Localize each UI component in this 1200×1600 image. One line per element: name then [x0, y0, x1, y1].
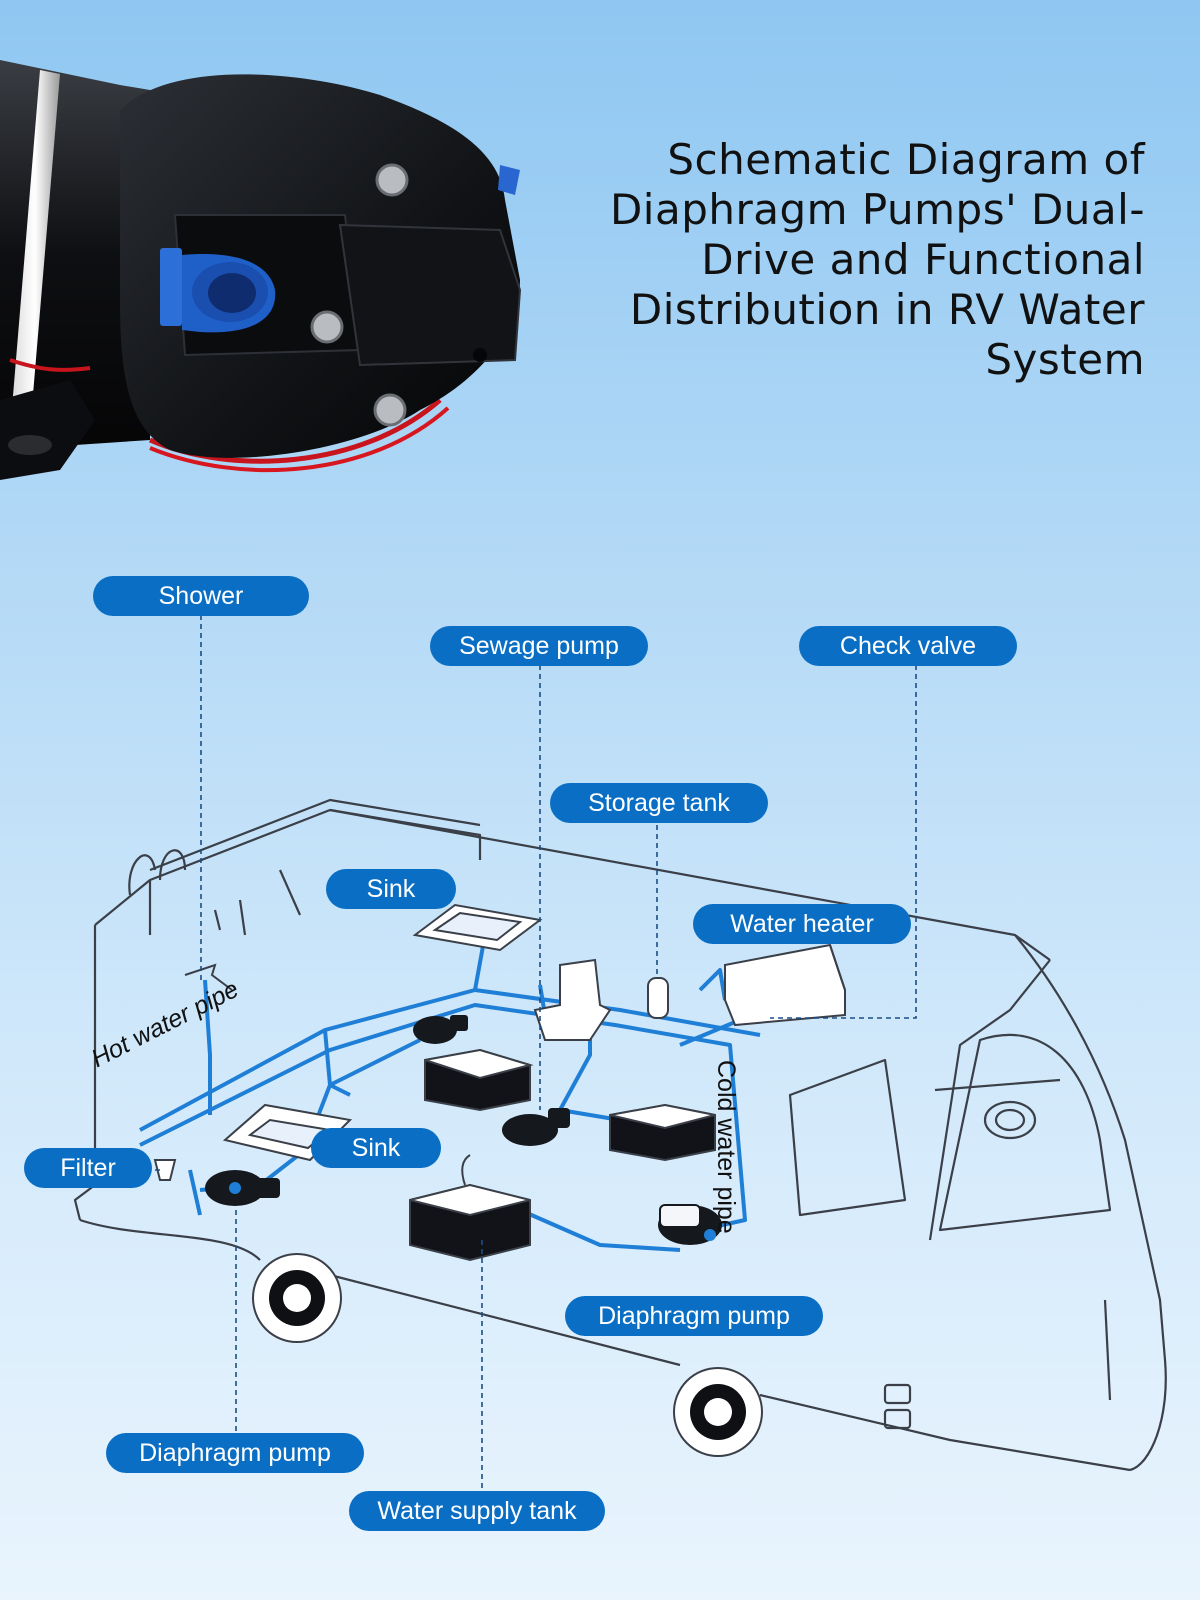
rv-wheels: [252, 1253, 763, 1457]
diaphragm-pump-right-icon: [658, 1204, 722, 1245]
toilet-icon: [533, 958, 612, 1041]
cold-water-pipe-label: Cold water pipe: [712, 1060, 740, 1234]
label-check-valve: Check valve: [799, 626, 1017, 666]
label-water-heater: Water heater: [693, 904, 911, 944]
pumps: [205, 1015, 722, 1245]
tanks: [409, 1048, 716, 1262]
storage-tank-icon: [647, 977, 669, 1019]
leader-lines: [130, 615, 917, 1490]
rv-outline: [73, 798, 1167, 1472]
label-sink-middle: Sink: [311, 1128, 441, 1168]
label-shower: Shower: [93, 576, 309, 616]
label-sewage-pump: Sewage pump: [430, 626, 648, 666]
upper-pump-icon: [413, 1015, 468, 1044]
sewage-pump-icon: [502, 1108, 570, 1146]
label-diaphragm-pump-right: Diaphragm pump: [565, 1296, 823, 1336]
filter-icon: [153, 1159, 177, 1181]
pump-product-illustration: [0, 60, 522, 480]
label-filter: Filter: [24, 1148, 152, 1188]
page-title: Schematic Diagram of Diaphragm Pumps' Du…: [609, 135, 1145, 384]
label-storage-tank: Storage tank: [550, 783, 768, 823]
label-sink-top: Sink: [326, 869, 456, 909]
diaphragm-pump-left-icon: [205, 1170, 280, 1206]
water-heater-icon: [724, 943, 846, 1027]
fixtures: [153, 903, 846, 1181]
label-diaphragm-pump-left: Diaphragm pump: [106, 1433, 364, 1473]
shower-head-icon: [184, 963, 233, 991]
label-water-supply-tank: Water supply tank: [349, 1491, 605, 1531]
